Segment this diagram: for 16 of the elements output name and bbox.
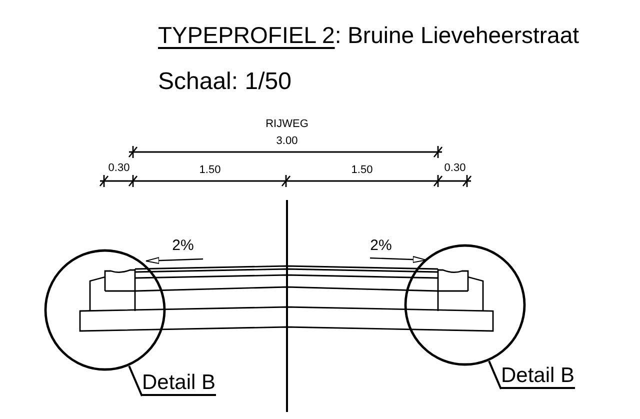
slope-label: 2% [172, 238, 194, 253]
dimension-label: RIJWEG [266, 119, 308, 130]
slope-label: 2% [370, 238, 392, 253]
leader-line [128, 366, 143, 396]
detail-circle [44, 249, 166, 371]
dimension-label: 0.30 [108, 163, 130, 174]
leader-line [488, 360, 502, 390]
dimension-label: 0.30 [444, 163, 466, 174]
scale-note: Schaal: 1/50 [158, 70, 292, 94]
dimension-label: 1.50 [351, 165, 373, 176]
detail-label: Detail B [501, 365, 575, 389]
detail-label: Detail B [142, 372, 216, 396]
dimension-label: 1.50 [199, 165, 221, 176]
dimension-label: 3.00 [276, 136, 298, 147]
detail-circle [404, 244, 526, 366]
title: TYPEPROFIEL 2: Bruine Lieveheerstraat [158, 24, 580, 47]
